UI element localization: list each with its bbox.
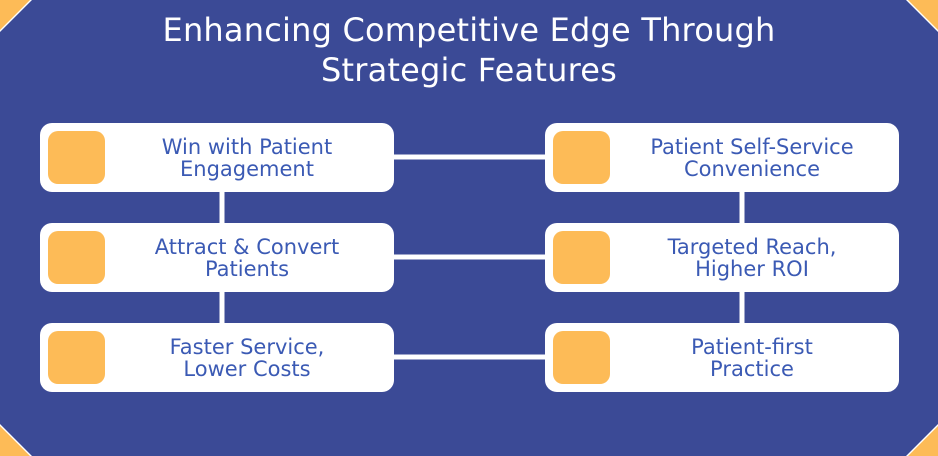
feature-label: Win with Patient Engagement: [161, 134, 333, 181]
feature-card-attract-convert: Attract & Convert Patients: [40, 223, 394, 292]
feature-badge: [553, 131, 610, 184]
feature-card-faster-service: Faster Service, Lower Costs: [40, 323, 394, 392]
feature-label: Targeted Reach, Higher ROI: [667, 234, 837, 281]
feature-badge: [553, 231, 610, 284]
feature-card-patient-first: Patient-first Practice: [545, 323, 899, 392]
page-title: Enhancing Competitive Edge Through Strat…: [0, 10, 938, 90]
title-line-2: Strategic Features: [320, 51, 618, 89]
feature-badge: [553, 331, 610, 384]
feature-badge: [48, 331, 105, 384]
feature-label: Patient Self-Service Convenience: [650, 134, 854, 181]
feature-card-self-service: Patient Self-Service Convenience: [545, 123, 899, 192]
feature-card-patient-engagement: Win with Patient Engagement: [40, 123, 394, 192]
feature-card-targeted-reach: Targeted Reach, Higher ROI: [545, 223, 899, 292]
feature-label: Patient-first Practice: [691, 334, 813, 381]
feature-badge: [48, 231, 105, 284]
title-line-1: Enhancing Competitive Edge Through: [162, 11, 776, 49]
feature-badge: [48, 131, 105, 184]
feature-label: Faster Service, Lower Costs: [169, 334, 325, 381]
feature-label: Attract & Convert Patients: [154, 234, 340, 281]
